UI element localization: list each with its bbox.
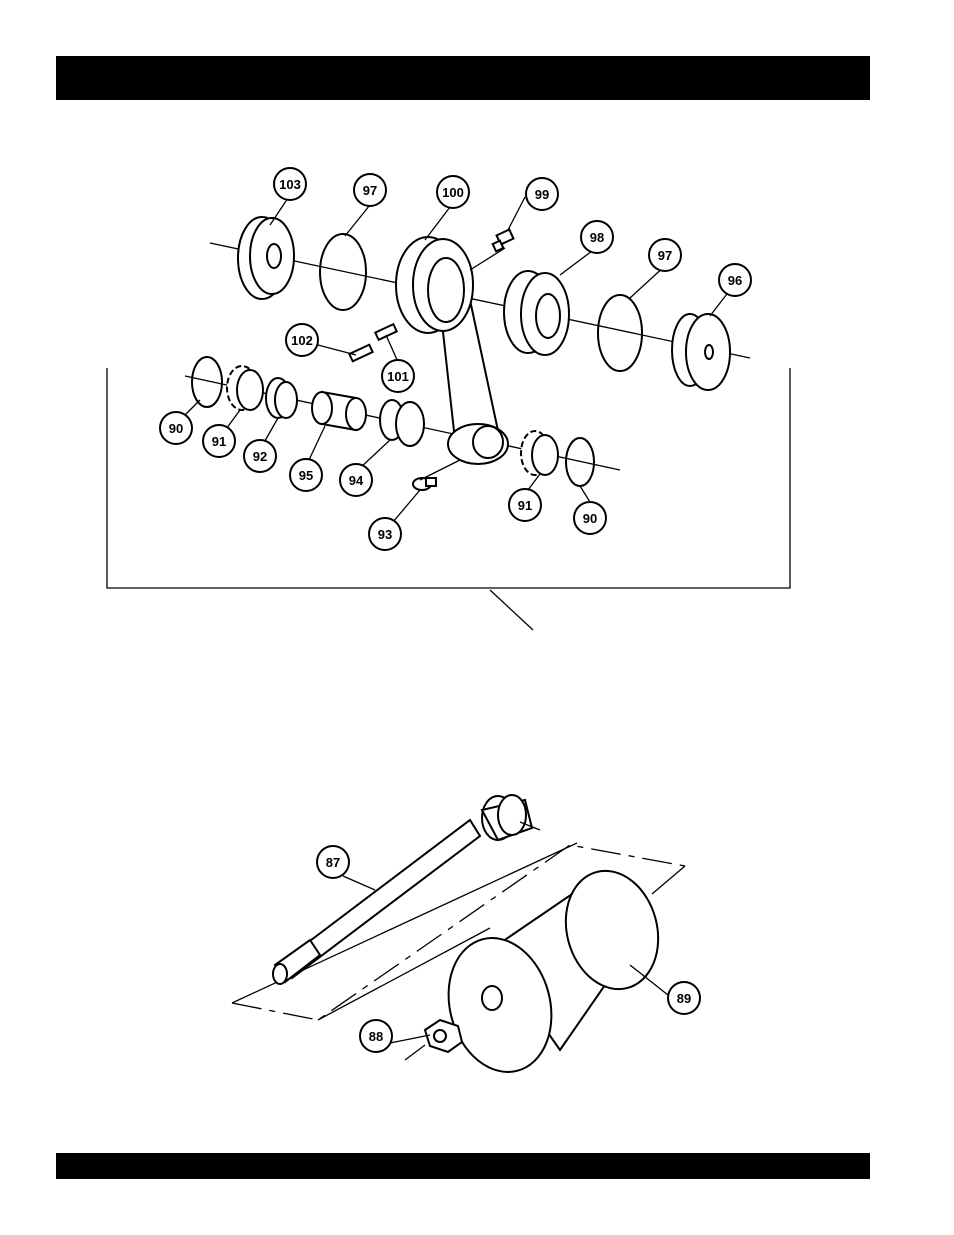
nut-88 — [425, 1020, 462, 1052]
callout-101: 101 — [382, 360, 414, 392]
callout-97-right: 97 — [649, 239, 681, 271]
set-screw-101 — [375, 324, 397, 340]
callout-90-right-label: 90 — [583, 511, 597, 526]
washer-90-left — [192, 357, 222, 407]
callout-91-left-label: 91 — [212, 434, 226, 449]
callout-93: 93 — [369, 518, 401, 550]
callout-93-label: 93 — [378, 527, 392, 542]
callout-98: 98 — [581, 221, 613, 253]
callout-90-right: 90 — [574, 502, 606, 534]
drum-89 — [434, 860, 671, 1083]
callout-97-left-label: 97 — [363, 183, 377, 198]
callout-90-left-label: 90 — [169, 421, 183, 436]
callout-88-label: 88 — [369, 1029, 383, 1044]
end-cap-103 — [238, 217, 294, 299]
bearing-98 — [504, 271, 569, 355]
callout-97-left: 97 — [354, 174, 386, 206]
callout-89: 89 — [668, 982, 700, 1014]
callout-99: 99 — [526, 178, 558, 210]
callout-99-label: 99 — [535, 187, 549, 202]
callout-94: 94 — [340, 464, 372, 496]
callout-95: 95 — [290, 459, 322, 491]
callout-98-label: 98 — [590, 230, 604, 245]
callout-103: 103 — [274, 168, 306, 200]
callout-95-label: 95 — [299, 468, 313, 483]
sprocket-91-left — [227, 366, 263, 410]
drum-assembly: 87 88 89 — [232, 795, 700, 1084]
sprocket-91-right — [521, 431, 558, 475]
set-screw-102 — [349, 345, 372, 362]
screw-93 — [413, 478, 436, 490]
callout-91-right-label: 91 — [518, 498, 532, 513]
callout-91-left: 91 — [203, 425, 235, 457]
callout-96-label: 96 — [728, 273, 742, 288]
bearing-94 — [380, 400, 424, 446]
callout-92: 92 — [244, 440, 276, 472]
sleeve-95 — [312, 392, 366, 430]
callout-89-label: 89 — [677, 991, 691, 1006]
callout-96: 96 — [719, 264, 751, 296]
callout-92-label: 92 — [253, 449, 267, 464]
callout-87: 87 — [317, 846, 349, 878]
callout-91-right: 91 — [509, 489, 541, 521]
callout-97-right-label: 97 — [658, 248, 672, 263]
callout-87-label: 87 — [326, 855, 340, 870]
callout-101-label: 101 — [387, 369, 409, 384]
callout-103-label: 103 — [279, 177, 301, 192]
grease-fitting-99 — [493, 230, 514, 252]
callout-102: 102 — [286, 324, 318, 356]
collar-92 — [266, 378, 297, 418]
ring-97-left — [320, 234, 366, 310]
group-bracket — [107, 368, 790, 588]
callout-88: 88 — [360, 1020, 392, 1052]
callout-90-left: 90 — [160, 412, 192, 444]
cap-96 — [672, 314, 730, 390]
rod-assembly: 103 97 100 99 98 97 96 102 — [107, 168, 790, 630]
callout-94-label: 94 — [349, 473, 364, 488]
callout-100: 100 — [437, 176, 469, 208]
callout-100-label: 100 — [442, 185, 464, 200]
callout-102-label: 102 — [291, 333, 313, 348]
